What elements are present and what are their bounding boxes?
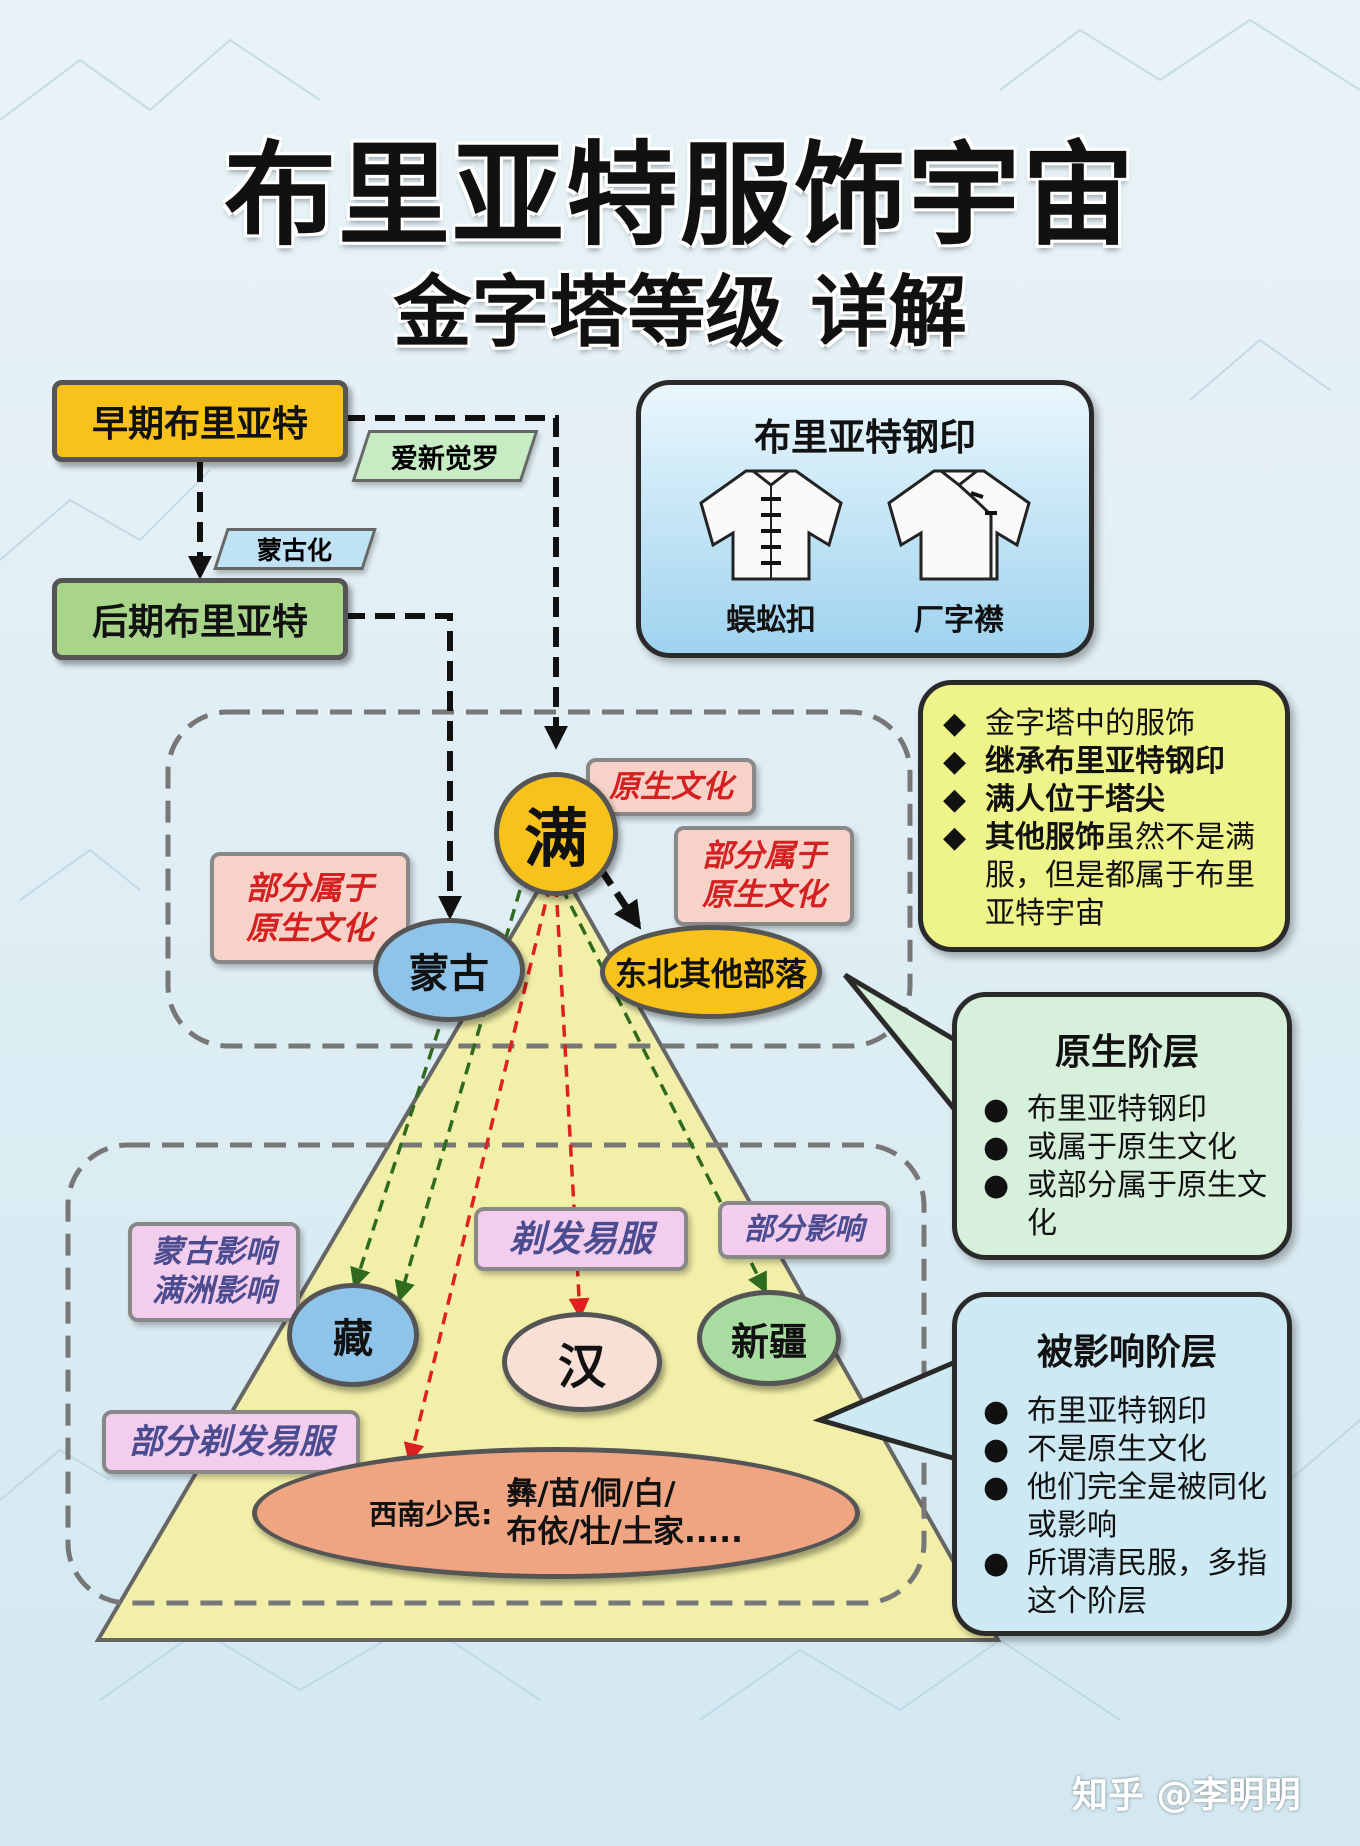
info-panel: ◆金字塔中的服饰 ◆继承布里亚特钢印 ◆满人位于塔尖 ◆其他服饰虽然不是满服，但… (918, 680, 1290, 952)
info-item: ◆满人位于塔尖 (943, 782, 1165, 817)
page-title: 布里亚特服饰宇宙 (224, 131, 1136, 261)
lineage-connectors (188, 415, 642, 930)
influenced-item: ●他们完全是被同化或影响 (983, 1470, 1267, 1543)
influenced-panel: 被影响阶层 ●布里亚特钢印 ●不是原生文化 ●他们完全是被同化或影响 ●所谓清民… (952, 1292, 1292, 1636)
southwest-label: 西南少民: (369, 1498, 493, 1531)
seal-item-label: 厂字襟 (914, 603, 1004, 638)
native-list: ●布里亚特钢印 ●或属于原生文化 ●或部分属于原生文化 (983, 1091, 1271, 1243)
mountain-pattern (0, 18, 1360, 1721)
seal-panel: 布里亚特钢印 蜈蚣扣 厂字襟 (636, 380, 1094, 658)
influenced-item: ●布里亚特钢印 (983, 1394, 1207, 1429)
native-group-frame (165, 709, 913, 1049)
influenced-item: ●不是原生文化 (983, 1432, 1207, 1467)
page-subtitle: 金字塔等级 详解 (393, 268, 967, 358)
node-mongol: 蒙古 (373, 918, 525, 1022)
tag-partial-influence: 部分影响 (718, 1201, 890, 1259)
mongolization-label: 蒙古化 (213, 528, 377, 570)
button-jacket-icon (699, 469, 843, 581)
late-buryat-box: 后期布里亚特 (52, 578, 348, 660)
native-panel: 原生阶层 ●布里亚特钢印 ●或属于原生文化 ●或部分属于原生文化 (952, 992, 1292, 1260)
seal-panel-title: 布里亚特钢印 (754, 416, 976, 459)
info-item: ◆继承布里亚特钢印 (943, 744, 1225, 779)
seal-item-side-opening: 厂字襟 (879, 463, 1039, 639)
tag-partial-native-left: 部分属于原生文化 (210, 852, 410, 964)
side-opening-jacket-icon (887, 469, 1031, 581)
node-han: 汉 (502, 1312, 662, 1412)
influenced-list: ●布里亚特钢印 ●不是原生文化 ●他们完全是被同化或影响 ●所谓清民服，多指这个… (983, 1393, 1271, 1621)
seal-item-frog-button: 蜈蚣扣 (691, 463, 851, 639)
node-northeast-tribes: 东北其他部落 (600, 925, 822, 1019)
native-panel-title: 原生阶层 (1054, 1032, 1199, 1073)
info-list: ◆金字塔中的服饰 ◆继承布里亚特钢印 ◆满人位于塔尖 ◆其他服饰虽然不是满服，但… (943, 705, 1267, 933)
node-tibet: 藏 (287, 1283, 419, 1387)
info-item: ◆金字塔中的服饰 (943, 706, 1195, 741)
native-item: ●或部分属于原生文化 (983, 1168, 1267, 1241)
tag-native-culture: 原生文化 (586, 758, 756, 816)
info-item: ◆其他服饰虽然不是满服，但是都属于布里亚特宇宙 (943, 820, 1255, 931)
influenced-item: ●所谓清民服，多指这个阶层 (983, 1546, 1267, 1619)
assimilation-arrows-red (403, 884, 590, 1465)
native-item: ●或属于原生文化 (983, 1130, 1237, 1165)
aisin-gioro-label: 爱新觉罗 (351, 430, 539, 482)
influenced-panel-title: 被影响阶层 (1036, 1332, 1217, 1373)
early-buryat-box: 早期布里亚特 (52, 380, 348, 462)
southwest-names: 彝/苗/侗/白/ 布依/壮/土家..... (506, 1476, 743, 1550)
node-manchu: 满 (494, 772, 618, 896)
node-xinjiang: 新疆 (697, 1290, 841, 1386)
tag-partial-native-right: 部分属于原生文化 (674, 826, 854, 926)
tag-partial-shave: 部分剃发易服 (102, 1410, 360, 1474)
node-southwest-minorities: 西南少民: 彝/苗/侗/白/ 布依/壮/土家..... (252, 1447, 860, 1579)
tag-mongol-manchu-influence: 蒙古影响满洲影响 (128, 1222, 300, 1322)
seal-item-label: 蜈蚣扣 (726, 603, 816, 638)
watermark: 知乎 @李明明 (1072, 1775, 1301, 1816)
tag-shave-change: 剃发易服 (474, 1207, 688, 1271)
native-item: ●布里亚特钢印 (983, 1092, 1207, 1127)
